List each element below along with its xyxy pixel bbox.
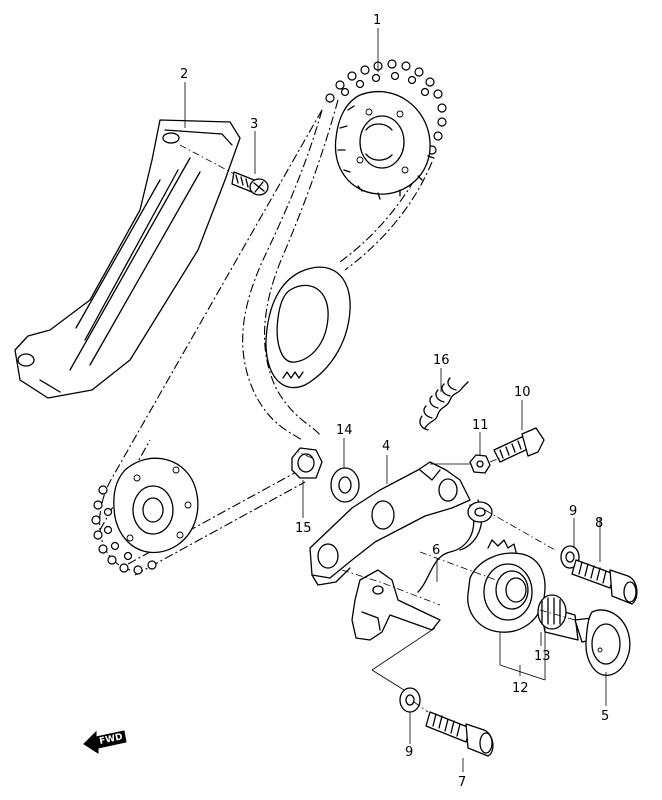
adjuster-knob bbox=[574, 609, 631, 676]
callout-3: 3 bbox=[250, 117, 258, 132]
callout-9-upper: 9 bbox=[569, 504, 577, 519]
fwd-label: FWD bbox=[99, 732, 124, 747]
small-nut bbox=[469, 454, 491, 474]
bolt-8 bbox=[571, 559, 638, 605]
callout-2: 2 bbox=[180, 67, 188, 82]
tensioner-bracket bbox=[309, 461, 471, 586]
guide-screw bbox=[179, 144, 269, 196]
forward-arrow-icon: FWD bbox=[83, 730, 127, 754]
top-cam-sprocket bbox=[334, 90, 435, 200]
callout-1: 1 bbox=[373, 13, 381, 28]
assembly-lines bbox=[297, 451, 576, 713]
callout-15: 15 bbox=[295, 521, 312, 536]
callout-labels: 1 2 3 4 5 6 7 8 9 9 10 11 12 13 14 15 16 bbox=[180, 13, 609, 790]
nut bbox=[291, 447, 323, 479]
callout-6: 6 bbox=[432, 543, 440, 558]
callout-4: 4 bbox=[382, 439, 390, 454]
tension-spring bbox=[419, 377, 469, 431]
cam-chain bbox=[91, 59, 447, 576]
tensioner-housing bbox=[351, 569, 441, 641]
ratchet-gear bbox=[467, 539, 546, 633]
adjuster-shaft bbox=[537, 594, 579, 641]
middle-sprocket bbox=[265, 266, 351, 389]
washer-9-upper bbox=[560, 545, 580, 569]
washer-9-lower bbox=[399, 687, 421, 713]
adjust-bolt bbox=[493, 427, 545, 463]
callout-13: 13 bbox=[534, 649, 551, 664]
callout-16: 16 bbox=[433, 353, 450, 368]
crank-sprocket bbox=[113, 457, 199, 554]
leader-lines bbox=[184, 28, 607, 772]
callout-14: 14 bbox=[336, 423, 353, 438]
callout-12: 12 bbox=[512, 681, 529, 696]
callout-9-lower: 9 bbox=[405, 745, 413, 760]
callout-8: 8 bbox=[595, 516, 603, 531]
callout-10: 10 bbox=[514, 385, 531, 400]
washer-14 bbox=[330, 467, 360, 503]
bolt-7 bbox=[425, 711, 494, 757]
callout-11: 11 bbox=[472, 418, 489, 433]
callout-7: 7 bbox=[458, 775, 466, 790]
return-spring bbox=[417, 499, 493, 593]
callout-5: 5 bbox=[601, 709, 609, 724]
chain-links-bottom bbox=[91, 485, 157, 575]
cam-chain-guide bbox=[14, 119, 241, 399]
